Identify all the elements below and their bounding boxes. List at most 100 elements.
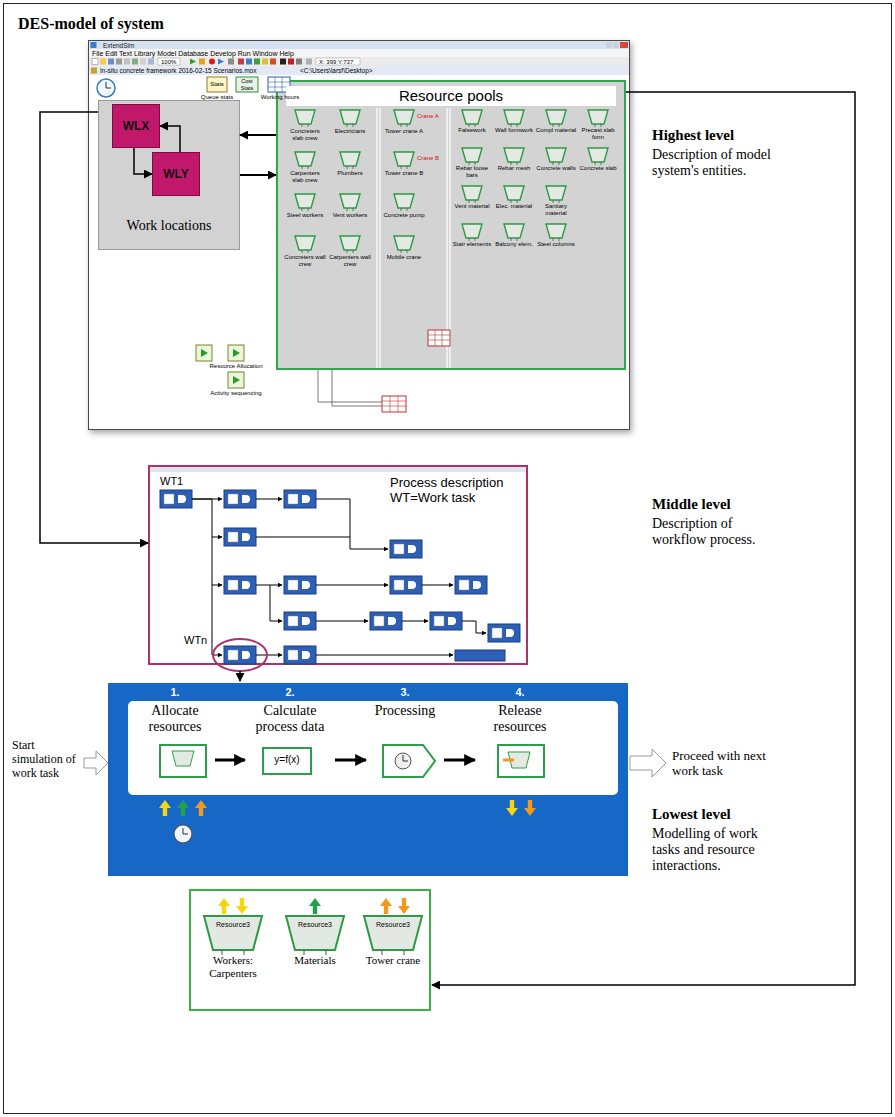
- window-chrome: [158, 58, 180, 65]
- level-heading: Lowest level: [652, 805, 731, 823]
- label-holder: Rebar loose bars: [451, 165, 493, 179]
- link-line: [432, 92, 855, 985]
- diagram-title: DES-model of system: [18, 14, 164, 33]
- resource-arrow: [524, 800, 536, 816]
- window-chrome: [89, 41, 629, 49]
- flow-line: [256, 655, 282, 656]
- window-chrome: [316, 58, 360, 65]
- task-icon: [503, 759, 514, 762]
- resource-pool-icon: [504, 110, 524, 127]
- panel-heading: Process description: [390, 475, 526, 490]
- resource-pool-icon: [295, 152, 315, 169]
- toolbar-icon: [218, 59, 224, 65]
- label-holder: Steel workers: [284, 212, 326, 219]
- statistics-icon: [236, 77, 258, 92]
- process-block: [224, 490, 256, 508]
- block-icon: [228, 345, 244, 361]
- resource-pool-icon: [588, 110, 608, 127]
- blue-panel: [128, 701, 618, 795]
- flow-line: [256, 537, 350, 538]
- toolbar-icon: [238, 59, 244, 65]
- flow-line: [316, 621, 368, 622]
- flow-note: Start simulation of work task: [12, 738, 86, 780]
- table-icon: [428, 330, 450, 346]
- blue-panel: [108, 683, 628, 876]
- resource-pool-name: Rebar loose bars: [451, 165, 493, 179]
- document-title: In-situ concrete framework 2016-02-15 Sc…: [100, 67, 256, 75]
- resource-pool-name: Compl material: [535, 127, 577, 134]
- label-holder: Resource Allocation: [206, 363, 266, 370]
- resource-block: Resource3Materials: [280, 898, 350, 1003]
- resource-arrow: [159, 800, 536, 914]
- toolbar-icon: [132, 59, 138, 65]
- link-name: Crane B: [417, 155, 439, 162]
- connector-arrow: [160, 126, 180, 152]
- toolbar-icon: [246, 59, 252, 65]
- resource-pool-name: Carpenters slab crew: [284, 170, 326, 184]
- label-holder: Working hours: [257, 94, 303, 101]
- resource-arrow: [236, 898, 248, 914]
- label-holder: Stair elements: [451, 241, 493, 248]
- resource-pool-icon: [295, 110, 608, 253]
- toolbar-icon: [280, 59, 286, 65]
- label-holder: WTn: [184, 634, 207, 647]
- blue-panel: [108, 683, 628, 876]
- level-description: Modelling of work tasks and resource int…: [652, 826, 777, 874]
- process-block: [488, 624, 520, 642]
- cursor-position: X: 399 Y:737: [319, 59, 353, 66]
- panel-note: WT=Work task: [390, 490, 526, 505]
- resource-pool-icon: [462, 224, 482, 241]
- toolbar-icon: [124, 59, 130, 65]
- resource-pool-icon: [295, 110, 315, 127]
- toolbar-icon: [108, 59, 114, 65]
- process-block: [160, 490, 192, 508]
- flow-line: [316, 585, 388, 586]
- step-number: 4.: [475, 685, 565, 699]
- label-holder: Highest level: [652, 126, 734, 144]
- toolbar-icon: [296, 59, 302, 65]
- label-holder: Compl material: [535, 127, 577, 134]
- resource-pool-icon: [462, 186, 482, 203]
- window-chrome: [91, 68, 97, 74]
- highlight-ellipse: [213, 639, 267, 671]
- icon-label: Resource Allocation: [206, 363, 266, 370]
- flow-arrow: [84, 671, 666, 777]
- label-holder: Sanitary material: [535, 203, 577, 217]
- toolbar-icon: [228, 59, 234, 65]
- wire: [318, 370, 382, 406]
- resource-name: Resource3: [358, 898, 428, 929]
- region-heading: Resource pools: [286, 86, 616, 106]
- flow-line: [192, 499, 486, 655]
- resource-pool-icon: [504, 148, 524, 165]
- block-icon: [228, 372, 244, 388]
- label-holder: Queue stats: [196, 94, 238, 101]
- label-holder: Stats: [207, 81, 227, 88]
- label-holder: Start simulation of work task: [12, 738, 86, 780]
- resource-pool-name: Falsework: [451, 127, 493, 134]
- connector-arrow: [444, 759, 475, 762]
- connector-arrow: [335, 759, 366, 762]
- resource-pool-name: Concrete slab: [577, 165, 619, 172]
- task-icon: [383, 745, 435, 777]
- level-description: Description of workflow process.: [652, 516, 777, 548]
- step-number: 1.: [135, 685, 215, 699]
- resource-pool-icon: [340, 194, 360, 211]
- toolbar-icon: [209, 59, 215, 65]
- process-block: [224, 528, 256, 546]
- label-holder: <C:\Users\larsf\Desktop>: [300, 67, 373, 75]
- flow-arrow: [239, 671, 241, 681]
- zoom-value: 100%: [161, 59, 176, 66]
- resource-pool-name: Plumbers: [329, 170, 371, 177]
- flow-arrow: [84, 751, 108, 775]
- label-holder: Steel columns: [535, 241, 577, 248]
- toolbar-icon: [116, 59, 122, 65]
- pool-separator: [377, 108, 450, 368]
- process-block: [284, 612, 316, 630]
- resource-pool-name: Precast slab form: [577, 127, 619, 141]
- panel-title-bar: [150, 467, 526, 472]
- resource-arrow: [195, 800, 207, 816]
- block-icon: [233, 376, 240, 384]
- resource-arrow: [398, 898, 410, 914]
- toolbar-icon: [92, 59, 312, 65]
- resource-pool-icon: [546, 224, 566, 241]
